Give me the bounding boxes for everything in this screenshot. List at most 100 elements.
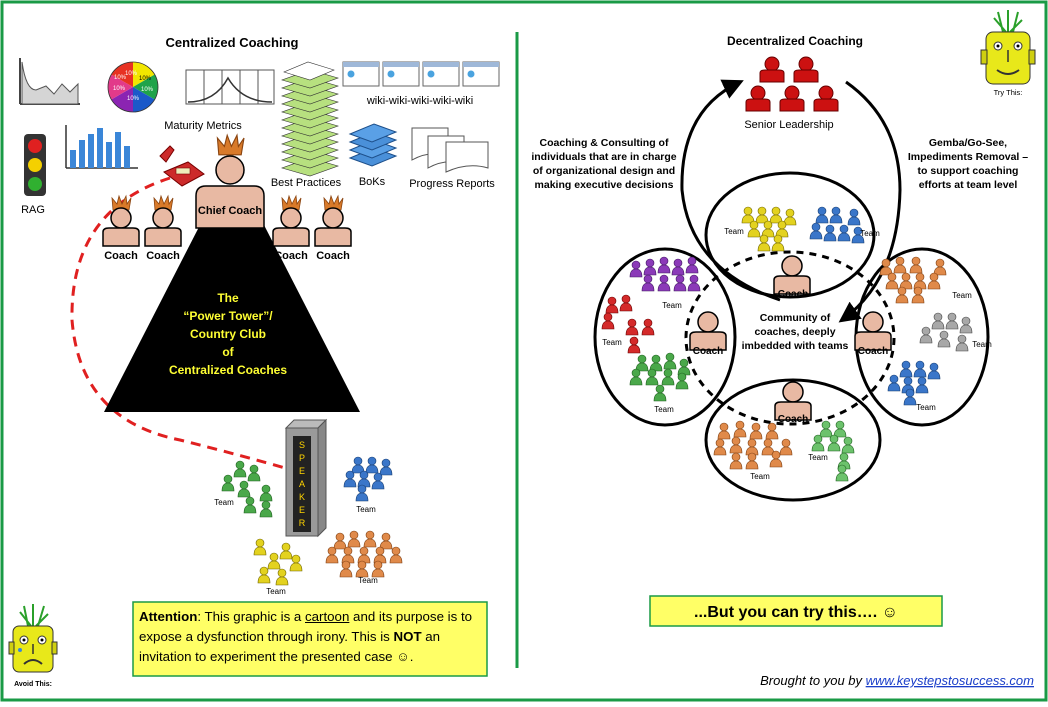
team-label: Team	[266, 587, 286, 596]
coach-figure	[689, 311, 727, 351]
speaker-letter: K	[299, 492, 305, 502]
team-group	[221, 460, 273, 518]
pie-label: 10%	[114, 75, 127, 81]
coach-label: Coach	[274, 250, 308, 262]
tower-text-line: Centralized Coaches	[169, 363, 287, 377]
right-note-line: to support coaching	[918, 165, 1019, 177]
footer-link[interactable]: www.keystepstosuccess.com	[866, 673, 1035, 688]
team-label: Team	[952, 291, 972, 300]
speaker-letter: S	[299, 440, 305, 450]
best-practices-label: Best Practices	[271, 177, 342, 189]
right-note-line: Impediments Removal –	[908, 151, 1028, 163]
avoid-label: Avoid This:	[14, 681, 52, 688]
boks-label: BoKs	[359, 176, 386, 188]
team-group	[629, 352, 691, 402]
try-banner-text: ...But you can try this…. ☺	[694, 604, 898, 621]
community-note-line: coaches, deeply	[754, 326, 835, 338]
coach-figure	[854, 311, 892, 351]
arrow-guide	[846, 82, 892, 150]
attention-bold: Attention	[139, 609, 198, 624]
progress-reports-icon	[411, 127, 489, 173]
team-group	[343, 456, 393, 502]
left-note-line: individuals that are in charge	[531, 151, 676, 163]
try-label: Try This:	[994, 88, 1023, 97]
footer-credit: Brought to you by www.keystepstosuccess.…	[760, 673, 1034, 688]
power-tower	[104, 225, 360, 412]
tower-text-line: “Power Tower”/	[183, 309, 273, 323]
top-team-circle	[704, 171, 876, 299]
bar-chart-icon	[65, 125, 138, 169]
maturity-metrics-label: Maturity Metrics	[164, 120, 242, 132]
coach-label: Coach	[778, 414, 809, 425]
coach-label: Coach	[146, 250, 180, 262]
pie-label: 10%	[127, 96, 140, 102]
team-group	[887, 360, 941, 406]
coach-label: Coach	[693, 346, 724, 357]
speaker-box	[284, 418, 328, 538]
pie-label: 10%	[141, 87, 154, 93]
left-title: Centralized Coaching	[166, 35, 299, 50]
team-group	[919, 312, 973, 352]
team-label: Team	[808, 453, 828, 462]
sad-mascot-icon	[8, 604, 58, 673]
coach-figure	[272, 195, 310, 247]
community-circle	[684, 250, 896, 426]
speaker-letter: E	[299, 505, 305, 515]
chief-coach-label: Chief Coach	[198, 205, 262, 217]
left-note-line: making executive decisions	[535, 179, 674, 191]
pie-label: 10%	[139, 76, 152, 82]
team-group	[713, 420, 793, 470]
community-note-line: imbedded with teams	[742, 340, 849, 352]
pie-label: 10%	[113, 86, 126, 92]
left-loop-arrow	[680, 79, 781, 302]
team-label: Team	[214, 498, 234, 507]
left-note-line: of organizational design and	[533, 165, 675, 177]
team-label: Team	[860, 229, 880, 238]
wiki-label: wiki-wiki-wiki-wiki-wiki	[366, 95, 473, 107]
line-chart-icon	[19, 58, 80, 105]
attention-part: and its purpose is to expose a dysfuncti…	[139, 609, 473, 644]
left-note-line: Coaching & Consulting of	[540, 137, 669, 149]
team-group	[811, 420, 855, 482]
team-label: Team	[356, 505, 376, 514]
coach-label: Coach	[858, 346, 889, 357]
right-title: Decentralized Coaching	[727, 34, 863, 48]
coach-label: Coach	[778, 289, 809, 300]
happy-mascot-icon	[980, 10, 1036, 85]
coach-label: Coach	[104, 250, 138, 262]
telephone-icon	[159, 145, 205, 187]
team-label: Team	[654, 405, 674, 414]
attention-not: NOT	[393, 629, 422, 644]
right-note-line: efforts at team level	[919, 179, 1018, 191]
team-label: Team	[916, 403, 936, 412]
right-note-line: Gemba/Go-See,	[929, 137, 1007, 149]
pie-label: 10%	[125, 71, 138, 77]
coach-figure	[144, 195, 182, 247]
team-group	[253, 538, 303, 586]
team-label: Team	[724, 227, 744, 236]
maturity-metrics-icon	[185, 69, 275, 105]
attention-box: Attention: This graphic is a cartoon and…	[136, 604, 486, 667]
pie-chart-icon: 10% 10% 10% 10% 10% 10%	[107, 61, 159, 113]
team-label: Team	[602, 338, 622, 347]
best-practices-icon	[281, 61, 339, 177]
team-label: Team	[750, 472, 770, 481]
team-label: Team	[358, 576, 378, 585]
speaker-letter: P	[299, 453, 305, 463]
speaker-letter: E	[299, 466, 305, 476]
bottom-team-circle	[704, 378, 882, 502]
tower-text-line: The	[217, 291, 239, 305]
hotline-curve	[70, 176, 293, 472]
tower-text-line: Country Club	[190, 327, 266, 341]
footer-prefix: Brought to you by	[760, 673, 866, 688]
team-group	[879, 256, 947, 304]
speaker-letter: A	[299, 479, 305, 489]
attention-part: : This graphic is a	[197, 609, 305, 624]
right-loop-arrow	[838, 80, 902, 323]
coach-figure	[314, 195, 352, 247]
attention-part: an invitation to experiment the presente…	[139, 629, 441, 664]
team-group	[325, 530, 403, 578]
senior-leadership-group	[745, 56, 839, 112]
